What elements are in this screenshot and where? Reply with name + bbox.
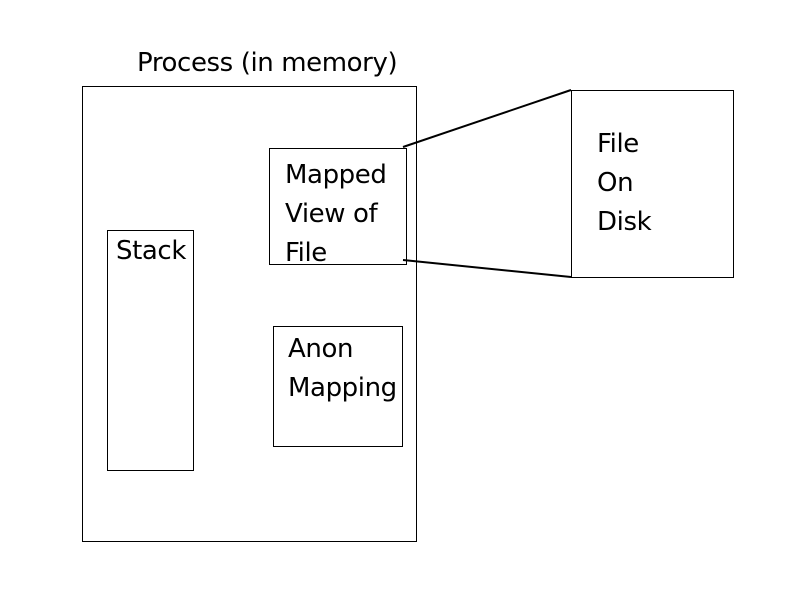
anon-mapping-line-1: Anon [288, 334, 354, 364]
file-on-disk-label: File On Disk [597, 125, 652, 242]
stack-box [107, 230, 194, 471]
mapped-view-line-1: Mapped [285, 160, 387, 190]
mapped-view-line-2: View of [285, 199, 378, 229]
file-on-disk-line-2: On [597, 168, 634, 198]
anon-mapping-label: Anon Mapping [288, 330, 397, 408]
process-box [82, 86, 417, 542]
stack-label: Stack [116, 236, 186, 266]
file-on-disk-box [571, 90, 734, 278]
anon-mapping-box [273, 326, 403, 447]
file-on-disk-line-3: Disk [597, 207, 652, 237]
connector-top-line [402, 89, 572, 148]
mapped-view-line-3: File [285, 238, 327, 268]
anon-mapping-line-2: Mapping [288, 373, 397, 403]
process-title: Process (in memory) [137, 48, 398, 78]
connector-bottom-line [402, 259, 572, 278]
file-on-disk-line-1: File [597, 129, 639, 159]
mapped-view-box [269, 148, 407, 265]
mapped-view-label: Mapped View of File [285, 156, 387, 273]
